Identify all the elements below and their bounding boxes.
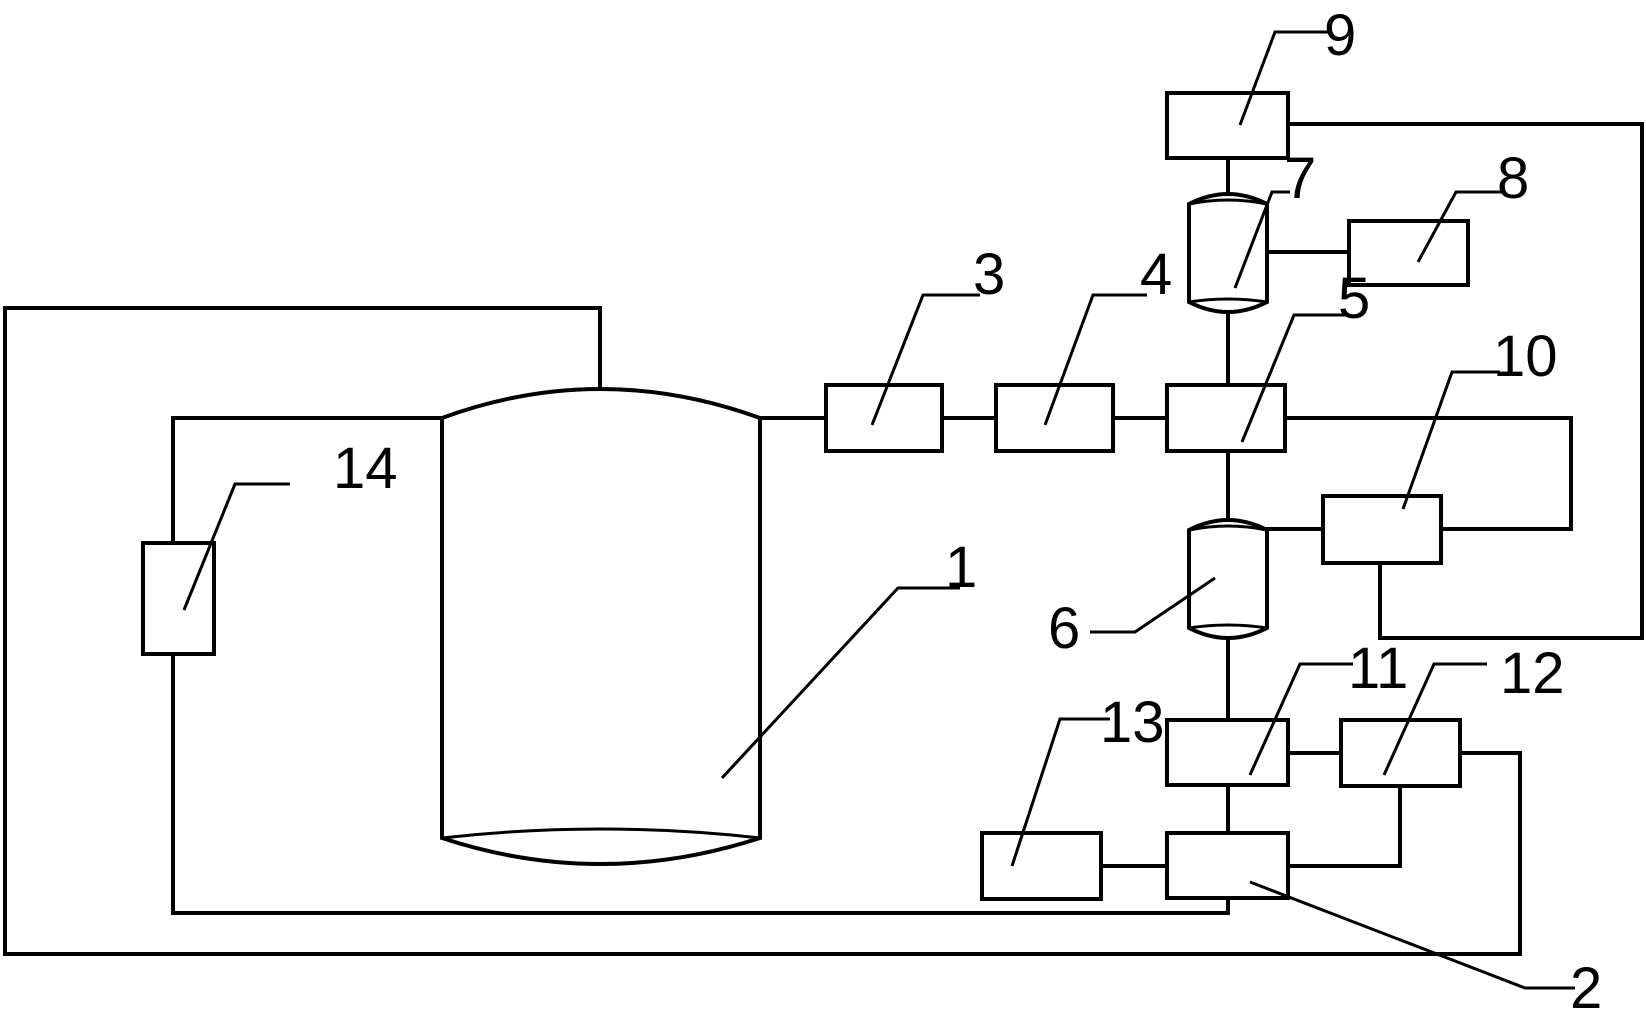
box-4 (994, 383, 1115, 453)
label-9: 9 (1324, 3, 1356, 68)
leader-7 (1233, 190, 1290, 289)
leader-9 (1238, 30, 1330, 126)
box-8 (1347, 219, 1470, 287)
vessel-6-body (1187, 518, 1269, 640)
leader-5 (1240, 313, 1347, 443)
box-10 (1321, 494, 1443, 565)
line-tank-outer-loop (3, 306, 1522, 956)
label-13: 13 (1100, 690, 1165, 755)
label-12: 12 (1500, 641, 1565, 706)
leader-1 (720, 586, 960, 780)
box-11 (1165, 718, 1290, 787)
connection-lines (3, 122, 1644, 956)
leader-11 (1248, 662, 1353, 776)
box-9 (1165, 91, 1290, 160)
leader-lines (182, 30, 1575, 990)
vessel-6 (1187, 518, 1269, 640)
leader-14 (182, 482, 290, 611)
vessel-7 (1187, 192, 1269, 314)
box-13 (980, 831, 1103, 901)
box-5 (1165, 383, 1287, 453)
label-6: 6 (1048, 596, 1080, 661)
label-10: 10 (1493, 324, 1558, 389)
line-box5-box10 (1283, 416, 1573, 531)
label-7: 7 (1284, 146, 1316, 211)
leader-4 (1043, 293, 1147, 426)
leader-3 (870, 293, 980, 426)
leader-8 (1416, 190, 1505, 263)
label-1: 1 (945, 535, 977, 600)
vessel-7-body (1187, 192, 1269, 314)
line-box12-box2 (1286, 784, 1402, 868)
number-labels: 1 2 3 4 5 6 7 8 9 10 11 12 13 14 (333, 3, 1602, 1019)
label-11: 11 (1348, 636, 1408, 701)
line-tank-box14-loop (171, 416, 1230, 915)
line-box9-box10 (1286, 122, 1644, 640)
label-4: 4 (1140, 242, 1172, 307)
leader-10 (1401, 370, 1500, 510)
box-2 (1165, 831, 1290, 900)
leader-13 (1010, 717, 1110, 867)
box-12 (1339, 718, 1462, 788)
tank-body (440, 387, 762, 866)
leader-2 (1249, 880, 1575, 990)
tank-1 (440, 387, 762, 866)
label-14: 14 (333, 436, 398, 501)
leader-12 (1382, 662, 1487, 776)
label-2: 2 (1570, 956, 1602, 1019)
label-8: 8 (1497, 146, 1529, 211)
leader-6 (1090, 576, 1216, 634)
label-5: 5 (1338, 266, 1370, 331)
label-3: 3 (973, 242, 1005, 307)
